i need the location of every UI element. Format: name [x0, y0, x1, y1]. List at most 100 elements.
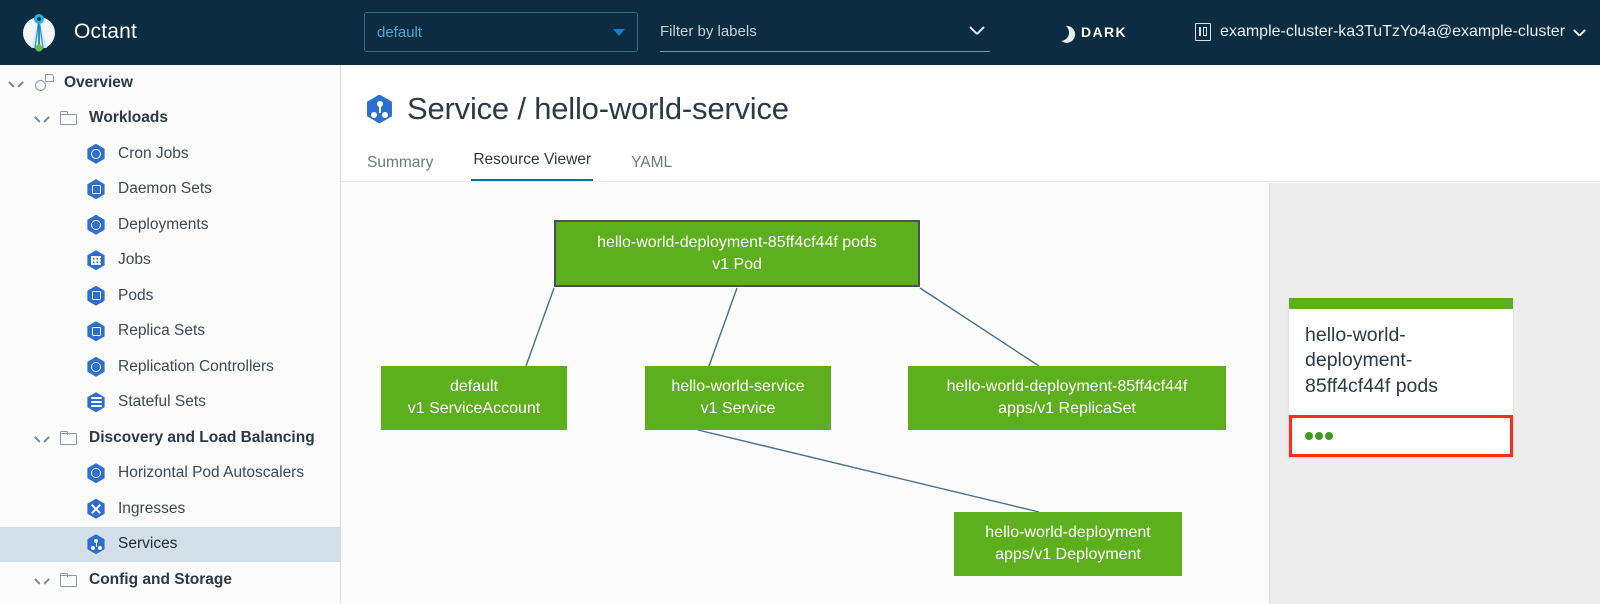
dark-mode-toggle[interactable]: DARK — [1052, 24, 1127, 41]
sidebar-item-replica-sets[interactable]: Replica Sets — [0, 314, 340, 350]
top-header: Octant default Filter by labels DARK exa… — [0, 0, 1600, 65]
tab-bar: Summary Resource Viewer YAML — [341, 144, 1600, 182]
graph-edge-pod-to-service — [708, 287, 738, 367]
cluster-name: example-cluster-ka3TuTzYo4a@example-clus… — [1220, 23, 1566, 40]
sidebar-item-replication-controllers[interactable]: Replication Controllers — [0, 349, 340, 385]
graph-node-name: default — [449, 378, 499, 396]
sidebar-item-label: Ingresses — [118, 499, 186, 517]
pods-icon — [87, 285, 105, 306]
namespace-select-value: default — [377, 23, 423, 41]
hpa-icon — [87, 463, 105, 484]
sidebar-item-workloads[interactable]: Workloads — [0, 101, 340, 137]
sidebar-item-label: Horizontal Pod Autoscalers — [118, 464, 305, 482]
sidebar-item-horizontal-pod-autoscalers[interactable]: Horizontal Pod Autoscalers — [0, 456, 340, 492]
chevron-down-icon — [613, 29, 625, 36]
sidebar-item-label: Workloads — [89, 109, 168, 127]
chevron-down-icon[interactable] — [970, 24, 984, 38]
sidebar-item-cron-jobs[interactable]: Cron Jobs — [0, 136, 340, 172]
sidebar-item-ingresses[interactable]: Ingresses — [0, 491, 340, 527]
jobs-icon — [87, 250, 105, 271]
namespace-select[interactable]: default — [364, 12, 638, 52]
sidebar-item-label: Replica Sets — [118, 322, 206, 340]
graph-node-name: hello-world-deployment — [985, 524, 1151, 542]
sidebar-item-label: Overview — [64, 73, 133, 91]
deployments-icon — [87, 214, 105, 235]
cluster-icon — [1195, 23, 1212, 41]
brand[interactable]: Octant — [0, 11, 320, 53]
octant-logo-icon — [18, 11, 60, 53]
chevron-down-icon — [1574, 27, 1585, 38]
detail-card[interactable]: hello-world-deployment-85ff4cf44f pods — [1289, 298, 1513, 458]
chevron-down-icon[interactable] — [8, 75, 24, 91]
pod-status-dot[interactable] — [1315, 432, 1323, 441]
page-header: Service / hello-world-service — [341, 65, 1600, 127]
graph-node-serviceaccount[interactable]: default v1 ServiceAccount — [381, 366, 567, 430]
moon-icon — [1049, 21, 1071, 43]
services-icon — [367, 94, 392, 124]
pod-status-dots[interactable] — [1305, 432, 1333, 441]
overview-icon — [34, 74, 54, 92]
replication-controllers-icon — [87, 356, 105, 377]
resource-graph-canvas[interactable]: hello-world-deployment-85ff4cf44f pods v1… — [341, 183, 1269, 604]
sidebar-item-daemon-sets[interactable]: Daemon Sets — [0, 172, 340, 208]
detail-card-title: hello-world-deployment-85ff4cf44f pods — [1305, 324, 1438, 397]
folder-icon — [60, 572, 77, 587]
sidebar-item-deployments[interactable]: Deployments — [0, 207, 340, 243]
detail-panel: hello-world-deployment-85ff4cf44f pods — [1269, 183, 1600, 604]
graph-node-name: hello-world-deployment-85ff4cf44f pods — [597, 233, 877, 251]
graph-edge-replicaset-to-deployment — [697, 429, 1040, 513]
tab-summary[interactable]: Summary — [367, 154, 434, 171]
graph-node-kind: v1 Service — [700, 400, 776, 417]
sidebar-item-label: Daemon Sets — [118, 180, 212, 198]
sidebar-item-label: Config and Storage — [89, 570, 232, 588]
ingresses-icon — [87, 498, 105, 519]
graph-node-kind: apps/v1 ReplicaSet — [998, 400, 1136, 417]
sidebar-item-label: Jobs — [118, 251, 151, 269]
sidebar-item-overview[interactable]: Overview — [0, 65, 340, 101]
label-filter-input[interactable]: Filter by labels — [660, 12, 990, 52]
resource-graph-edges — [525, 287, 1040, 513]
chevron-down-icon[interactable] — [34, 110, 50, 126]
tab-yaml[interactable]: YAML — [631, 154, 673, 171]
daemon-sets-icon — [87, 179, 105, 200]
graph-node-deployment[interactable]: hello-world-deployment apps/v1 Deployment — [954, 512, 1182, 576]
sidebar-item-config-and-storage[interactable]: Config and Storage — [0, 562, 340, 598]
sidebar-item-discovery-and-load-balancing[interactable]: Discovery and Load Balancing — [0, 420, 340, 456]
detail-card-status-row[interactable] — [1289, 415, 1513, 458]
sidebar-item-label: Deployments — [118, 215, 209, 233]
page-title: Service / hello-world-service — [407, 91, 789, 126]
graph-node-kind: v1 ServiceAccount — [407, 400, 541, 417]
services-icon — [87, 534, 105, 555]
sidebar-item-label: Pods — [118, 286, 154, 304]
sidebar-item-pods[interactable]: Pods — [0, 278, 340, 314]
sidebar-item-stateful-sets[interactable]: Stateful Sets — [0, 385, 340, 421]
detail-card-accent-bar — [1289, 298, 1513, 309]
pod-status-dot[interactable] — [1325, 432, 1333, 441]
chevron-down-icon[interactable] — [34, 572, 50, 588]
chevron-down-icon[interactable] — [34, 430, 50, 446]
graph-node-kind: apps/v1 Deployment — [995, 546, 1141, 563]
graph-edge-pod-to-replicaset — [919, 287, 1040, 367]
tab-resource-viewer[interactable]: Resource Viewer — [471, 151, 594, 182]
cron-jobs-icon — [87, 143, 105, 164]
main-content: Service / hello-world-service Summary Res… — [341, 65, 1600, 604]
sidebar-item-label: Services — [118, 535, 178, 553]
graph-node-replicaset[interactable]: hello-world-deployment-85ff4cf44f apps/v1… — [908, 366, 1226, 430]
sidebar-item-label: Stateful Sets — [118, 393, 206, 411]
graph-edge-pod-to-serviceaccount — [525, 287, 555, 367]
brand-title: Octant — [74, 20, 138, 43]
sidebar-item-label: Discovery and Load Balancing — [89, 428, 315, 446]
tab-bar-rule — [341, 181, 1600, 182]
label-filter-placeholder: Filter by labels — [660, 23, 757, 40]
cluster-selector[interactable]: example-cluster-ka3TuTzYo4a@example-clus… — [1195, 23, 1585, 41]
graph-node-name: hello-world-deployment-85ff4cf44f — [946, 378, 1188, 396]
sidebar-item-services[interactable]: Services — [0, 526, 340, 562]
stateful-sets-icon — [87, 392, 105, 413]
sidebar-item-jobs[interactable]: Jobs — [0, 243, 340, 279]
dark-mode-label: DARK — [1081, 24, 1128, 40]
sidebar-item-label: Cron Jobs — [118, 144, 189, 162]
pod-status-dot[interactable] — [1305, 432, 1313, 441]
